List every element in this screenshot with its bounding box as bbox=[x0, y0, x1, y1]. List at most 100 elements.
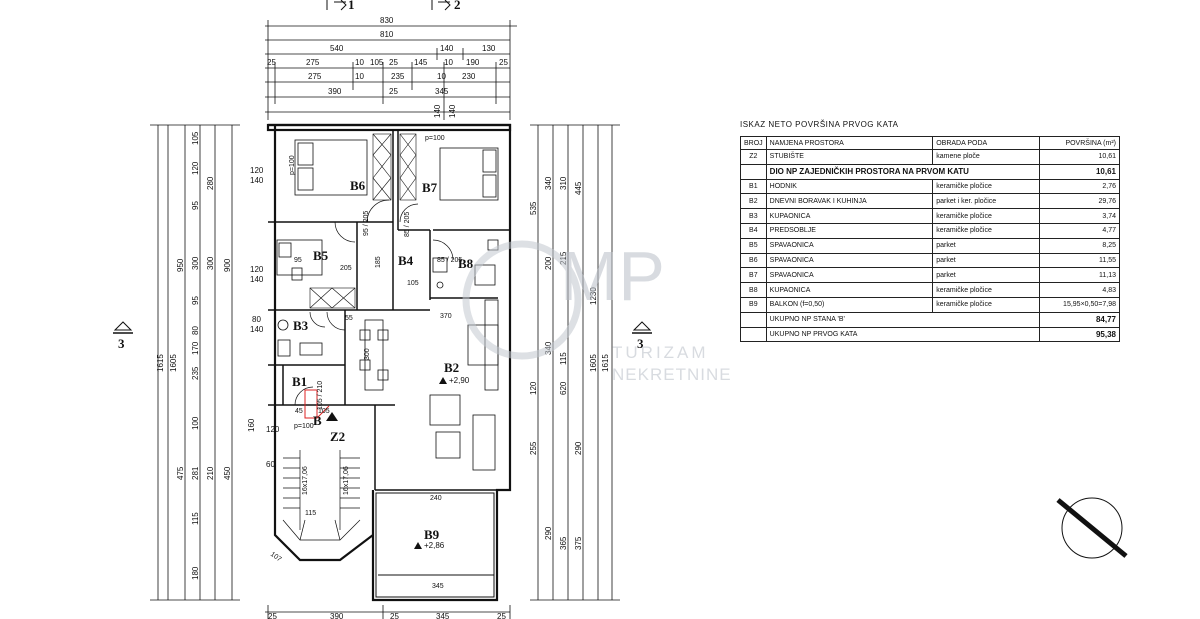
section-marker-2 bbox=[431, 0, 451, 11]
header-code: BROJ bbox=[740, 136, 767, 150]
note-370: 370 bbox=[440, 313, 452, 320]
room-label-b2: B2 bbox=[444, 360, 459, 375]
schedule-cell-code: B3 bbox=[740, 208, 767, 224]
note-205: 205 bbox=[340, 265, 352, 272]
schedule-cell-area: 8,25 bbox=[1039, 237, 1120, 254]
dim-right-255: 255 bbox=[529, 441, 538, 455]
section-label-3-right: 3 bbox=[637, 336, 644, 351]
dim-130: 130 bbox=[482, 44, 496, 53]
dim-810: 810 bbox=[380, 30, 394, 39]
note-240: 240 bbox=[430, 495, 442, 502]
room-label-b1: B1 bbox=[292, 374, 307, 389]
dim-right-535: 535 bbox=[529, 201, 538, 215]
note-85-205-a: 85 / 205 bbox=[404, 212, 411, 237]
dim-wall-120b: 120 bbox=[250, 265, 264, 274]
schedule-cell-code bbox=[740, 163, 767, 180]
dim-wall-140c: 140 bbox=[250, 325, 264, 334]
dim-right-290b: 290 bbox=[544, 526, 553, 540]
dim-390: 390 bbox=[328, 87, 342, 96]
dim-right-365: 365 bbox=[559, 536, 568, 550]
entrance-door bbox=[304, 389, 330, 419]
dim-830: 830 bbox=[380, 16, 394, 25]
room-label-b4: B4 bbox=[398, 253, 414, 268]
dim-275a: 275 bbox=[306, 58, 320, 67]
dim-left-120: 120 bbox=[191, 161, 200, 175]
note-85-205-b: 85 / 205 bbox=[437, 257, 462, 264]
dim-right-1605: 1605 bbox=[589, 354, 598, 372]
dim-right-310: 310 bbox=[559, 176, 568, 190]
room-label-b3: B3 bbox=[293, 318, 309, 333]
dim-wall-80: 80 bbox=[252, 315, 261, 324]
room-label-b7: B7 bbox=[422, 180, 438, 195]
dim-right-445: 445 bbox=[574, 181, 583, 195]
schedule-cell-area: 4,77 bbox=[1039, 222, 1120, 239]
dim-right-200: 200 bbox=[544, 256, 553, 270]
dim-275b: 275 bbox=[308, 72, 322, 81]
dim-left-235: 235 bbox=[191, 366, 200, 380]
dim-left-95b: 95 bbox=[191, 296, 200, 305]
room-label-b6: B6 bbox=[350, 178, 366, 193]
dim-140: 140 bbox=[440, 44, 454, 53]
dim-left-281: 281 bbox=[191, 466, 200, 480]
dim-10a: 10 bbox=[355, 58, 364, 67]
schedule-cell-area: 10,61 bbox=[1039, 163, 1120, 180]
section-label-2: 2 bbox=[454, 0, 461, 12]
dim-left-900: 900 bbox=[223, 258, 232, 272]
note-95-205: 95 / 205 bbox=[363, 211, 370, 236]
doors bbox=[294, 199, 454, 406]
dim-wall-120c: 120 bbox=[266, 425, 280, 434]
room-label-b9: B9 bbox=[424, 527, 440, 542]
note-105-b4: 105 bbox=[407, 280, 419, 287]
left-dimension-lines bbox=[150, 124, 240, 601]
section-marker-3-right bbox=[632, 321, 652, 334]
dim-right-115: 115 bbox=[559, 352, 568, 365]
schedule-cell-area: 29,76 bbox=[1039, 193, 1120, 210]
schedule-cell-area: 2,76 bbox=[1039, 178, 1120, 195]
note-55: 55 bbox=[345, 315, 353, 322]
dim-25c: 25 bbox=[499, 58, 508, 67]
section-marker-1 bbox=[326, 0, 347, 11]
dim-190: 190 bbox=[466, 58, 480, 67]
schedule-cell-floor: kamene ploče bbox=[932, 149, 1041, 165]
note-p100-b7: p=100 bbox=[425, 135, 445, 142]
note-185: 185 bbox=[375, 256, 382, 268]
schedule-row: DIO NP ZAJEDNIČKIH PROSTORA NA PRVOM KAT… bbox=[740, 163, 1120, 180]
note-345-balcony: 345 bbox=[432, 583, 444, 590]
level-marker-b9: +2,86 bbox=[414, 541, 445, 550]
dim-230: 230 bbox=[462, 72, 476, 81]
dim-10c: 10 bbox=[355, 72, 364, 81]
watermark-mark: MP bbox=[560, 237, 665, 315]
schedule-cell-code: B8 bbox=[740, 282, 767, 298]
wardrobes bbox=[309, 133, 417, 309]
schedule-cell-floor: keramičke pločice bbox=[932, 222, 1041, 239]
schedule-cell-name: HODNIK bbox=[765, 178, 934, 195]
balcony bbox=[375, 492, 495, 598]
dim-left-280: 280 bbox=[206, 176, 215, 190]
schedule-cell-area: 11,13 bbox=[1039, 267, 1120, 284]
schedule-total-area: 95,38 bbox=[1039, 326, 1120, 343]
dim-235: 235 bbox=[391, 72, 405, 81]
dim-right-1230: 1230 bbox=[589, 287, 598, 305]
dim-left-180: 180 bbox=[191, 566, 200, 580]
schedule-cell-code: B6 bbox=[740, 252, 767, 269]
schedule-total-spacer bbox=[740, 311, 767, 328]
dim-540: 540 bbox=[330, 44, 344, 53]
note-p100-b6: p=100 bbox=[289, 155, 296, 175]
header-name: NAMJENA PROSTORA bbox=[765, 136, 934, 150]
schedule-cell-floor: parket bbox=[932, 252, 1041, 269]
level-marker-b2: +2,90 bbox=[439, 376, 470, 385]
schedule-total-label: UKUPNO NP STANA 'B' bbox=[765, 311, 1041, 328]
schedule-cell-area: 10,61 bbox=[1039, 149, 1120, 165]
dim-10d: 10 bbox=[437, 72, 446, 81]
dim-right-620: 620 bbox=[559, 381, 568, 395]
dim-bottom-25a: 25 bbox=[268, 612, 277, 619]
dim-25a: 25 bbox=[267, 58, 276, 67]
furniture bbox=[276, 139, 499, 471]
schedule-cell-code: Z2 bbox=[740, 149, 767, 165]
note-115: 115 bbox=[305, 510, 316, 517]
top-dimension-lines bbox=[265, 20, 517, 120]
